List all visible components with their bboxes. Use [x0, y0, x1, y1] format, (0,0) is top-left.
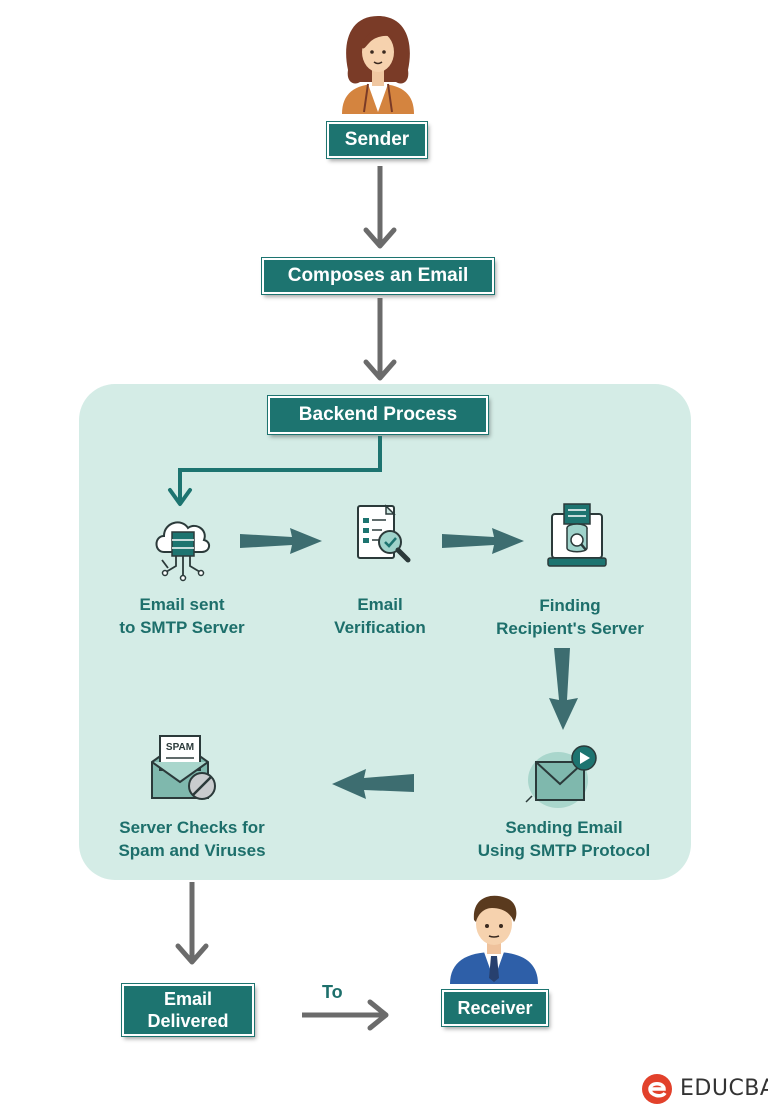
brand-logo: EDUCBA	[640, 1068, 768, 1108]
server-search-icon	[547, 503, 607, 567]
document-search-icon	[357, 504, 411, 563]
arrow-step3-to-step4	[549, 648, 578, 730]
arrow-step1-to-step2	[240, 528, 322, 554]
educba-logo-icon	[642, 1074, 672, 1104]
receiver-label: Receiver	[457, 997, 533, 1018]
arrow-delivered-to-receiver	[302, 999, 389, 1031]
delivered-label: Email Delivered	[147, 989, 229, 1031]
sender-label: Sender	[344, 129, 410, 150]
spam-badge: SPAM	[166, 742, 194, 753]
compose-label: Composes an Email	[287, 265, 469, 286]
step-1-label: Email sent to SMTP Server	[119, 595, 245, 637]
sender-box: Sender	[326, 121, 428, 159]
delivered-box: Email Delivered	[121, 983, 255, 1037]
arrow-step5-to-delivered	[175, 882, 209, 965]
step-3-label: Finding Recipient's Server	[496, 596, 644, 638]
step-4-label: Sending Email Using SMTP Protocol	[477, 818, 651, 860]
arrow-step4-to-step5	[332, 769, 414, 799]
step-5-label: Server Checks for Spam and Viruses	[118, 818, 266, 860]
arrow-sender-to-compose	[363, 166, 397, 249]
receiver-box: Receiver	[441, 989, 549, 1027]
arrow-compose-to-backend	[363, 298, 397, 381]
backend-title: Backend Process	[298, 404, 458, 425]
arrow-step2-to-step3	[442, 528, 524, 554]
receiver-avatar-icon	[450, 895, 538, 984]
to-label: To	[322, 982, 343, 1002]
sender-avatar-icon	[342, 16, 414, 114]
email-send-icon	[525, 745, 597, 808]
step-2-label: Email Verification	[334, 595, 426, 637]
cloud-server-icon	[155, 521, 210, 582]
spam-mail-icon: SPAM	[151, 735, 216, 800]
backend-title-box: Backend Process	[267, 395, 489, 435]
connector-backend-to-step1	[168, 436, 382, 506]
compose-box: Composes an Email	[261, 257, 495, 295]
brand-name: EDUCBA	[680, 1076, 768, 1101]
